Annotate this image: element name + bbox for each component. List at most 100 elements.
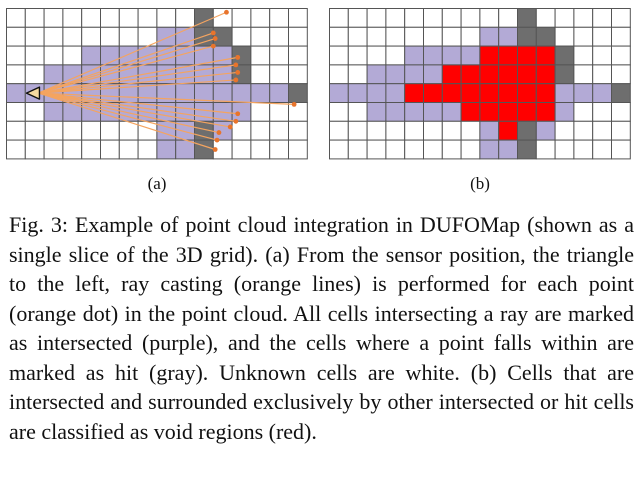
unknown-cell: [62, 45, 83, 66]
unknown-cell: [347, 8, 368, 28]
void-cell: [498, 102, 518, 122]
void-cell: [404, 83, 424, 103]
intersected-cell: [156, 139, 177, 160]
unknown-cell: [43, 120, 64, 141]
ray-line: [38, 71, 238, 94]
unknown-cell: [404, 120, 424, 141]
hit-cell: [517, 120, 537, 141]
unknown-cell: [385, 8, 406, 28]
unknown-cell: [611, 102, 631, 122]
unknown-cell: [231, 120, 252, 141]
intersected-cell: [156, 26, 177, 47]
intersected-cell: [231, 102, 252, 122]
hit-cell: [517, 26, 537, 47]
unknown-cell: [573, 139, 594, 160]
point-dot: [216, 130, 222, 135]
intersected-cell: [554, 83, 575, 103]
unknown-cell: [573, 102, 594, 122]
unknown-cell: [24, 45, 45, 66]
unknown-cell: [288, 139, 308, 160]
unknown-cell: [404, 26, 424, 47]
hit-cell: [194, 139, 214, 160]
unknown-cell: [118, 139, 139, 160]
unknown-cell: [404, 139, 424, 160]
ray-line: [38, 92, 218, 141]
unknown-cell: [250, 45, 271, 66]
unknown-cell: [288, 102, 308, 122]
unknown-cell: [288, 26, 308, 47]
panel-a-grid: [6, 8, 308, 160]
ray-line: [38, 64, 236, 94]
unknown-cell: [460, 8, 481, 28]
unknown-cell: [62, 26, 83, 47]
unknown-cell: [269, 139, 290, 160]
intersected-cell: [404, 64, 424, 85]
intersected-cell: [62, 102, 83, 122]
panel-a-points: [210, 9, 297, 152]
void-cell: [535, 64, 556, 85]
unknown-cell: [288, 64, 308, 85]
unknown-cell: [592, 102, 613, 122]
intersected-cell: [156, 83, 177, 103]
unknown-cell: [460, 120, 481, 141]
panel-b-grid: [329, 8, 631, 160]
unknown-cell: [231, 8, 252, 28]
void-cell: [517, 83, 537, 103]
unknown-cell: [385, 26, 406, 47]
unknown-cell: [347, 139, 368, 160]
void-cell: [479, 64, 500, 85]
void-cell: [535, 102, 556, 122]
unknown-cell: [554, 8, 575, 28]
unknown-cell: [329, 139, 349, 160]
unknown-cell: [460, 139, 481, 160]
unknown-cell: [423, 139, 443, 160]
hit-cell: [535, 26, 556, 47]
unknown-cell: [592, 8, 613, 28]
unknown-cell: [347, 26, 368, 47]
hit-cell: [231, 45, 252, 66]
intersected-cell: [404, 102, 424, 122]
unknown-cell: [366, 120, 387, 141]
void-cell: [517, 64, 537, 85]
unknown-cell: [329, 64, 349, 85]
subfigure-label-b: (b): [470, 174, 490, 193]
unknown-cell: [118, 26, 139, 47]
unknown-cell: [592, 26, 613, 47]
unknown-cell: [385, 139, 406, 160]
point-dot: [224, 9, 229, 15]
hit-cell: [554, 64, 575, 85]
unknown-cell: [498, 8, 518, 28]
ray-line: [38, 92, 238, 115]
intersected-cell: [441, 45, 462, 66]
void-cell: [460, 83, 481, 103]
hit-cell: [517, 8, 537, 28]
void-cell: [535, 45, 556, 66]
unknown-cell: [554, 26, 575, 47]
unknown-cell: [62, 139, 83, 160]
unknown-cell: [611, 8, 631, 28]
unknown-cell: [329, 120, 349, 141]
ray-line: [38, 92, 216, 151]
unknown-cell: [118, 8, 139, 28]
unknown-cell: [6, 64, 26, 85]
void-cell: [423, 83, 443, 103]
unknown-cell: [423, 8, 443, 28]
unknown-cell: [366, 8, 387, 28]
void-cell: [517, 102, 537, 122]
ray-line: [38, 45, 214, 94]
hit-cell: [554, 45, 575, 66]
intersected-cell: [423, 102, 443, 122]
unknown-cell: [6, 139, 26, 160]
intersected-cell: [385, 102, 406, 122]
void-cell: [460, 102, 481, 122]
hit-cell: [288, 83, 308, 103]
intersected-cell: [498, 26, 518, 47]
point-dot: [227, 124, 233, 130]
unknown-cell: [231, 139, 252, 160]
unknown-cell: [366, 139, 387, 160]
void-cell: [517, 45, 537, 66]
unknown-cell: [479, 8, 500, 28]
ray-line: [38, 92, 295, 105]
point-dot: [210, 30, 216, 36]
unknown-cell: [43, 8, 64, 28]
